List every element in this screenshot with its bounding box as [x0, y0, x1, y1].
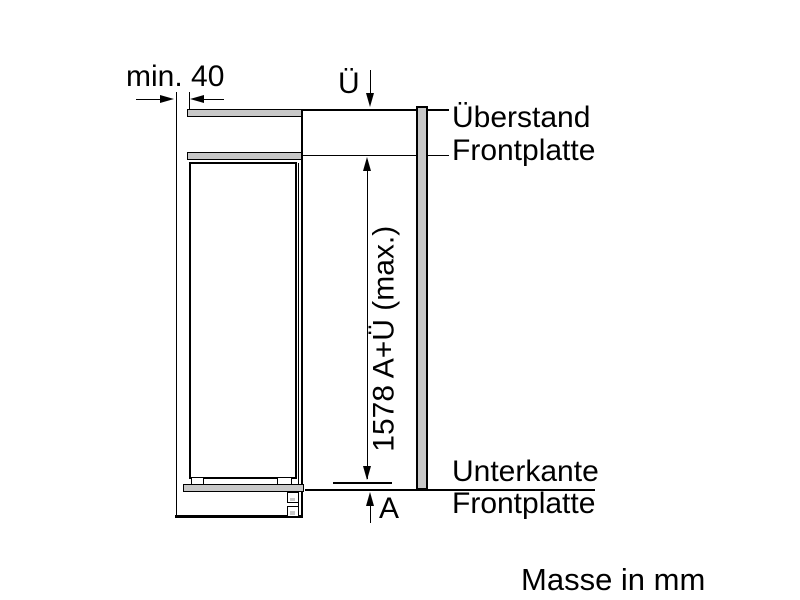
adjustable-foot-lower [286, 505, 299, 517]
height-dimension-shaft [366, 160, 368, 479]
overhang-annotation-line2: Frontplatte [452, 133, 596, 167]
furniture-side-wall-line [175, 92, 177, 517]
overhang-symbol-label: Ü [338, 67, 360, 100]
min-gap-arrow-right-shaft [198, 98, 224, 100]
overhang-top-reference-line [303, 109, 416, 111]
cabinet-top-panel-bar [187, 108, 302, 117]
clearance-symbol-label: A [379, 492, 400, 525]
door-top-reference-tick [428, 154, 449, 156]
foot-insert [289, 510, 295, 515]
min-gap-arrow-left-shaft [136, 98, 162, 100]
height-dimension-top-head [363, 157, 372, 171]
bottom-edge-reference-line [305, 488, 595, 491]
overhang-annotation-line1: Überstand [452, 101, 591, 134]
bottom-edge-annotation: Unterkante Frontplatte [452, 456, 599, 519]
bottom-edge-annotation-line2: Frontplatte [452, 486, 596, 520]
foot-insert [289, 497, 295, 501]
door-top-reference-line [303, 154, 416, 156]
height-dimension-label: 1578 A+Ü (max.) [366, 225, 400, 452]
front-panel-bar [415, 106, 428, 490]
bottom-edge-annotation-line1: Unterkante [452, 455, 599, 488]
furniture-bottom-line [175, 515, 303, 518]
adjustable-foot-upper [286, 492, 299, 503]
min-gap-arrow-left-head [160, 95, 174, 104]
appliance-door [188, 162, 297, 479]
min-gap-tick [188, 92, 190, 109]
appliance-front-edge-line [297, 163, 299, 516]
overhang-annotation: Überstand Frontplatte [452, 101, 596, 167]
appliance-top-panel-bar [187, 151, 302, 160]
overhang-top-reference-tick [428, 109, 449, 111]
overhang-arrow-shaft [369, 70, 371, 94]
clearance-arrow-head [366, 492, 375, 506]
units-note: Masse in mm [521, 562, 706, 597]
plinth-rail-bar [182, 483, 304, 492]
min-gap-arrow-right-head [190, 95, 204, 104]
min-gap-dimension-label: min. 40 [126, 60, 225, 93]
bottom-dimension-tick-line [333, 481, 392, 484]
furniture-front-edge-line [300, 109, 303, 517]
height-dimension-bottom-head [363, 466, 372, 480]
overhang-arrow-head [366, 93, 375, 107]
clearance-arrow-shaft [369, 503, 371, 523]
